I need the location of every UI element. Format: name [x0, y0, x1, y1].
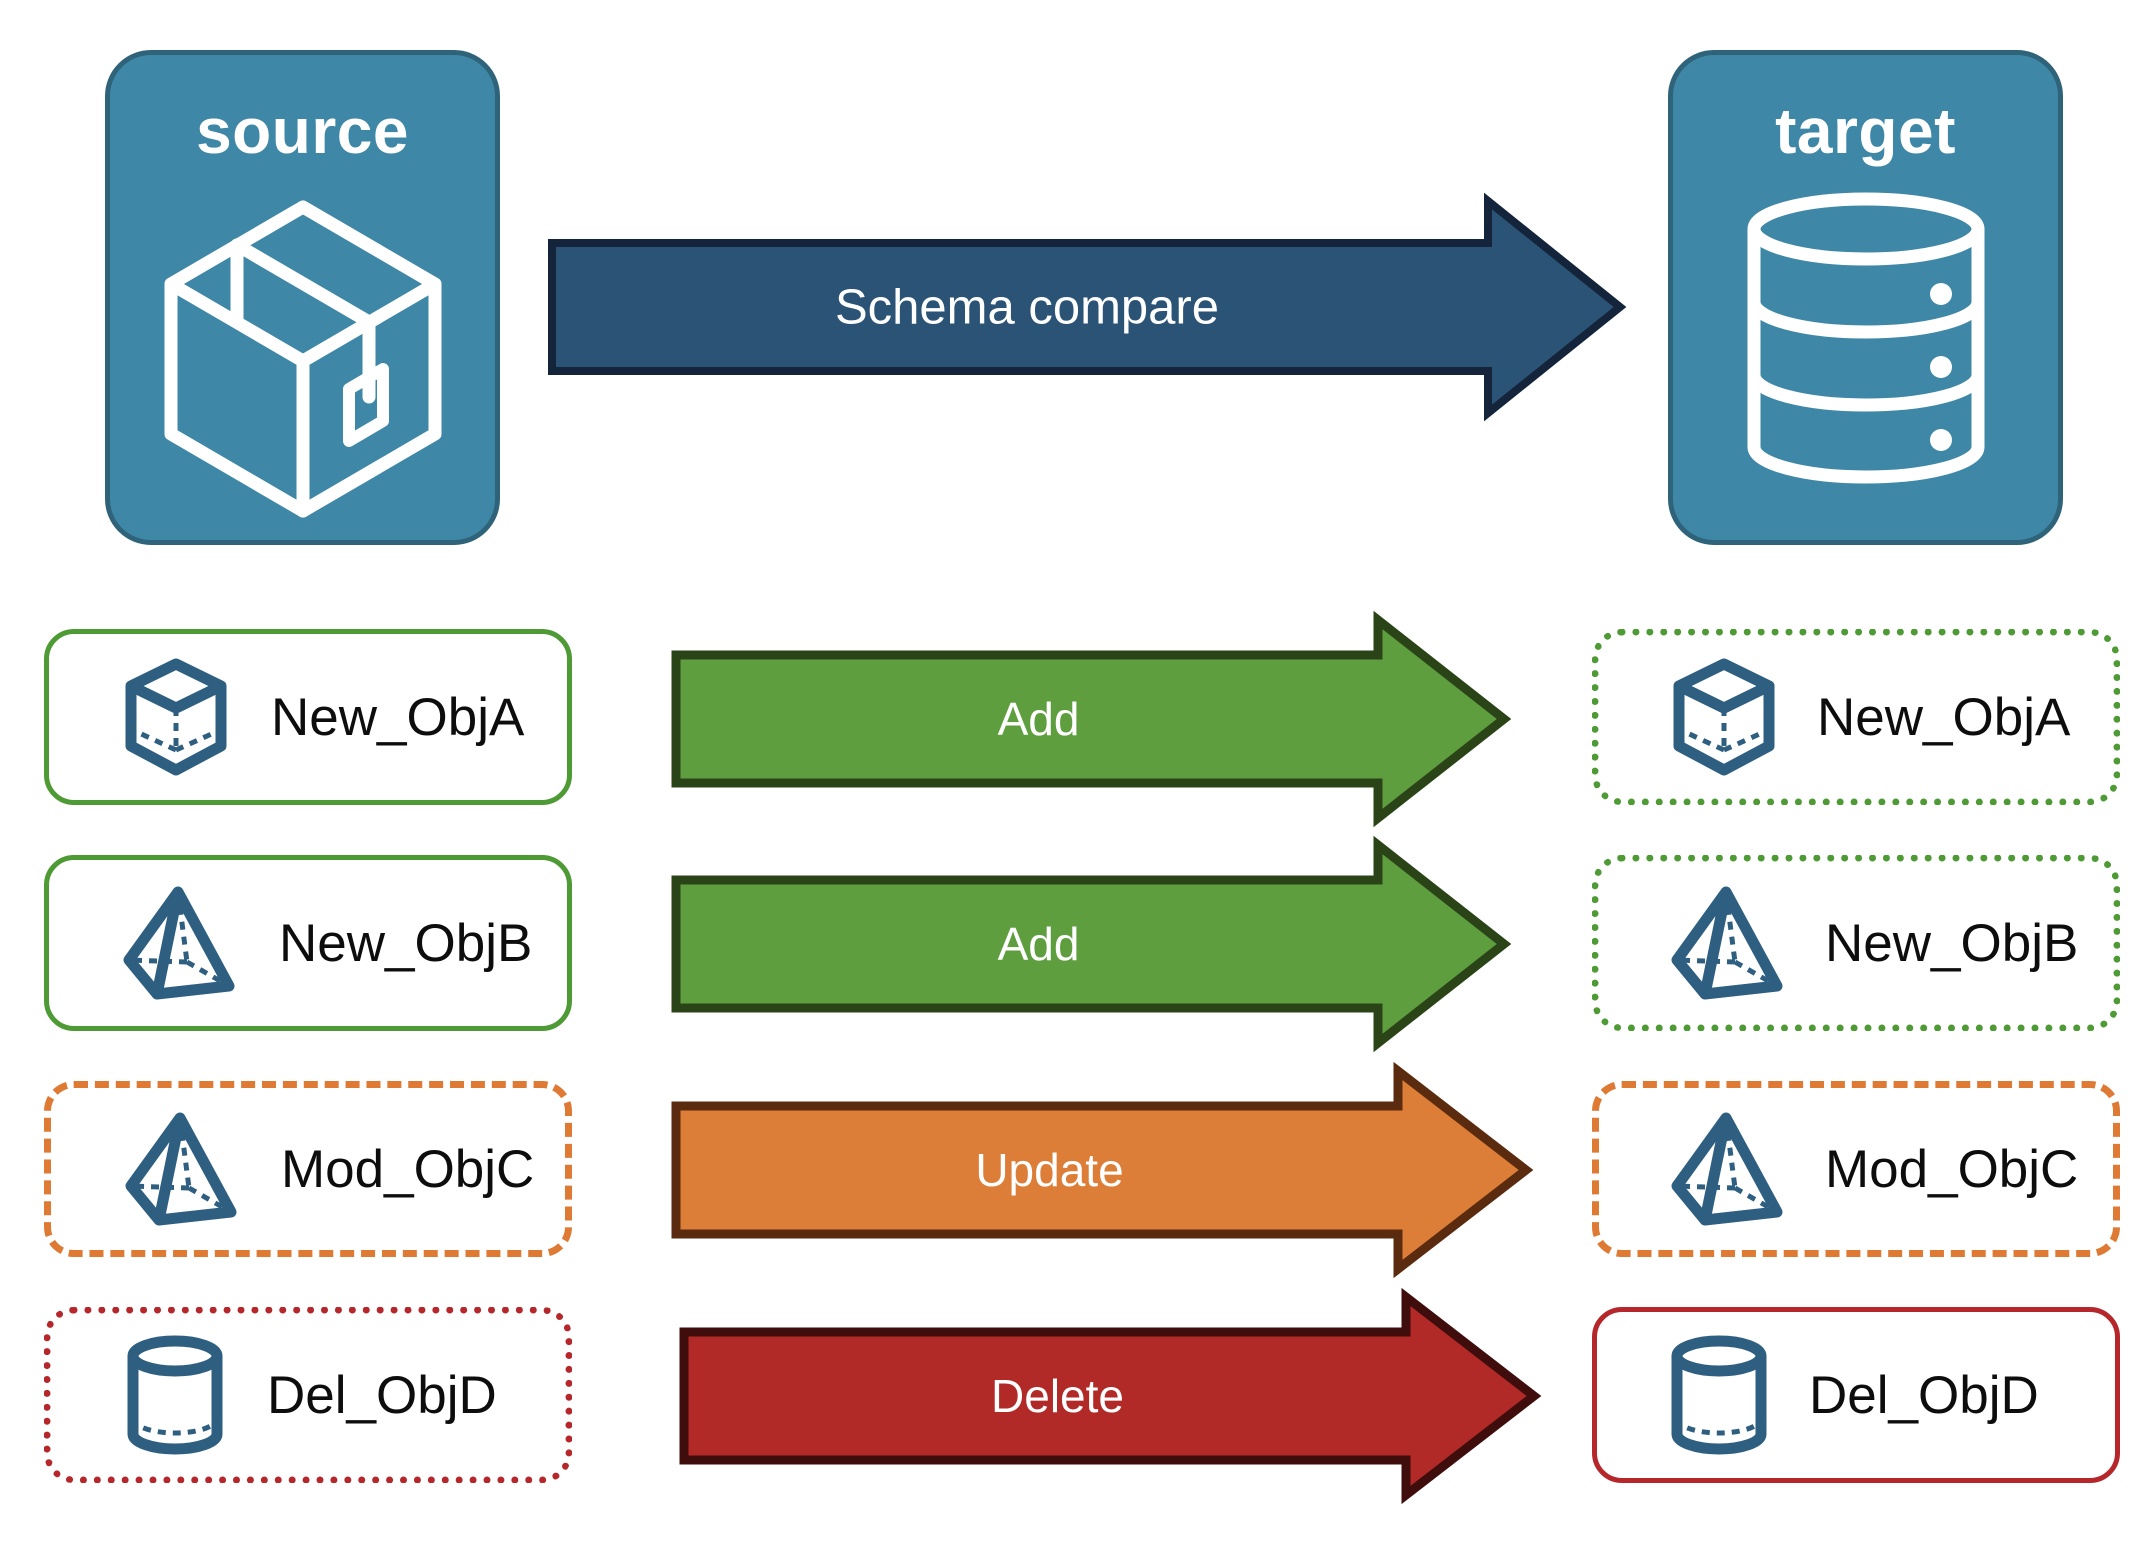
delete-arrow: Delete [679, 1287, 1542, 1505]
source-object-label: New_ObjB [279, 913, 533, 973]
wireframe-cylinder-icon [1667, 1334, 1771, 1456]
add-arrow-row2: Add [671, 835, 1512, 1053]
target-object-card-mod-objc: Mod_ObjC [1592, 1081, 2120, 1257]
source-object-card-del-objd: Del_ObjD [44, 1307, 572, 1483]
target-object-card-new-objb: New_ObjB [1592, 855, 2120, 1031]
target-object-card-del-objd: Del_ObjD [1592, 1307, 2120, 1483]
source-endpoint-card: source [105, 50, 500, 545]
source-object-card-new-obja: New_ObjA [44, 629, 572, 805]
wireframe-pyramid-icon [1669, 884, 1787, 1002]
add-arrow-label: Add [997, 918, 1080, 970]
package-box-icon [153, 189, 453, 518]
target-title: target [1775, 95, 1956, 167]
source-object-label: Mod_ObjC [281, 1139, 535, 1199]
wireframe-pyramid-icon [1669, 1110, 1787, 1228]
database-cylinder-icon [1736, 189, 1996, 489]
target-object-label: Mod_ObjC [1825, 1139, 2079, 1199]
add-arrow-row1: Add [671, 610, 1512, 828]
wireframe-pyramid-icon [123, 1110, 241, 1228]
source-title: source [196, 95, 409, 167]
add-arrow-label: Add [997, 693, 1080, 745]
wireframe-pyramid-icon [121, 884, 239, 1002]
target-object-label: New_ObjB [1825, 913, 2079, 973]
target-object-label: New_ObjA [1817, 687, 2071, 747]
schema-compare-label: Schema compare [834, 280, 1219, 334]
source-object-label: New_ObjA [271, 687, 525, 747]
target-endpoint-card: target [1668, 50, 2063, 545]
wireframe-cube-icon [121, 658, 231, 776]
wireframe-cube-icon [1669, 658, 1779, 776]
target-object-card-new-obja: New_ObjA [1592, 629, 2120, 805]
source-object-card-new-objb: New_ObjB [44, 855, 572, 1031]
source-object-label: Del_ObjD [267, 1365, 497, 1425]
source-object-card-mod-objc: Mod_ObjC [44, 1081, 572, 1257]
schema-compare-arrow: Schema compare [548, 192, 1627, 422]
update-arrow: Update [671, 1061, 1534, 1279]
target-object-label: Del_ObjD [1809, 1365, 2039, 1425]
delete-arrow-label: Delete [991, 1370, 1124, 1422]
wireframe-cylinder-icon [123, 1334, 227, 1456]
update-arrow-label: Update [975, 1144, 1124, 1196]
